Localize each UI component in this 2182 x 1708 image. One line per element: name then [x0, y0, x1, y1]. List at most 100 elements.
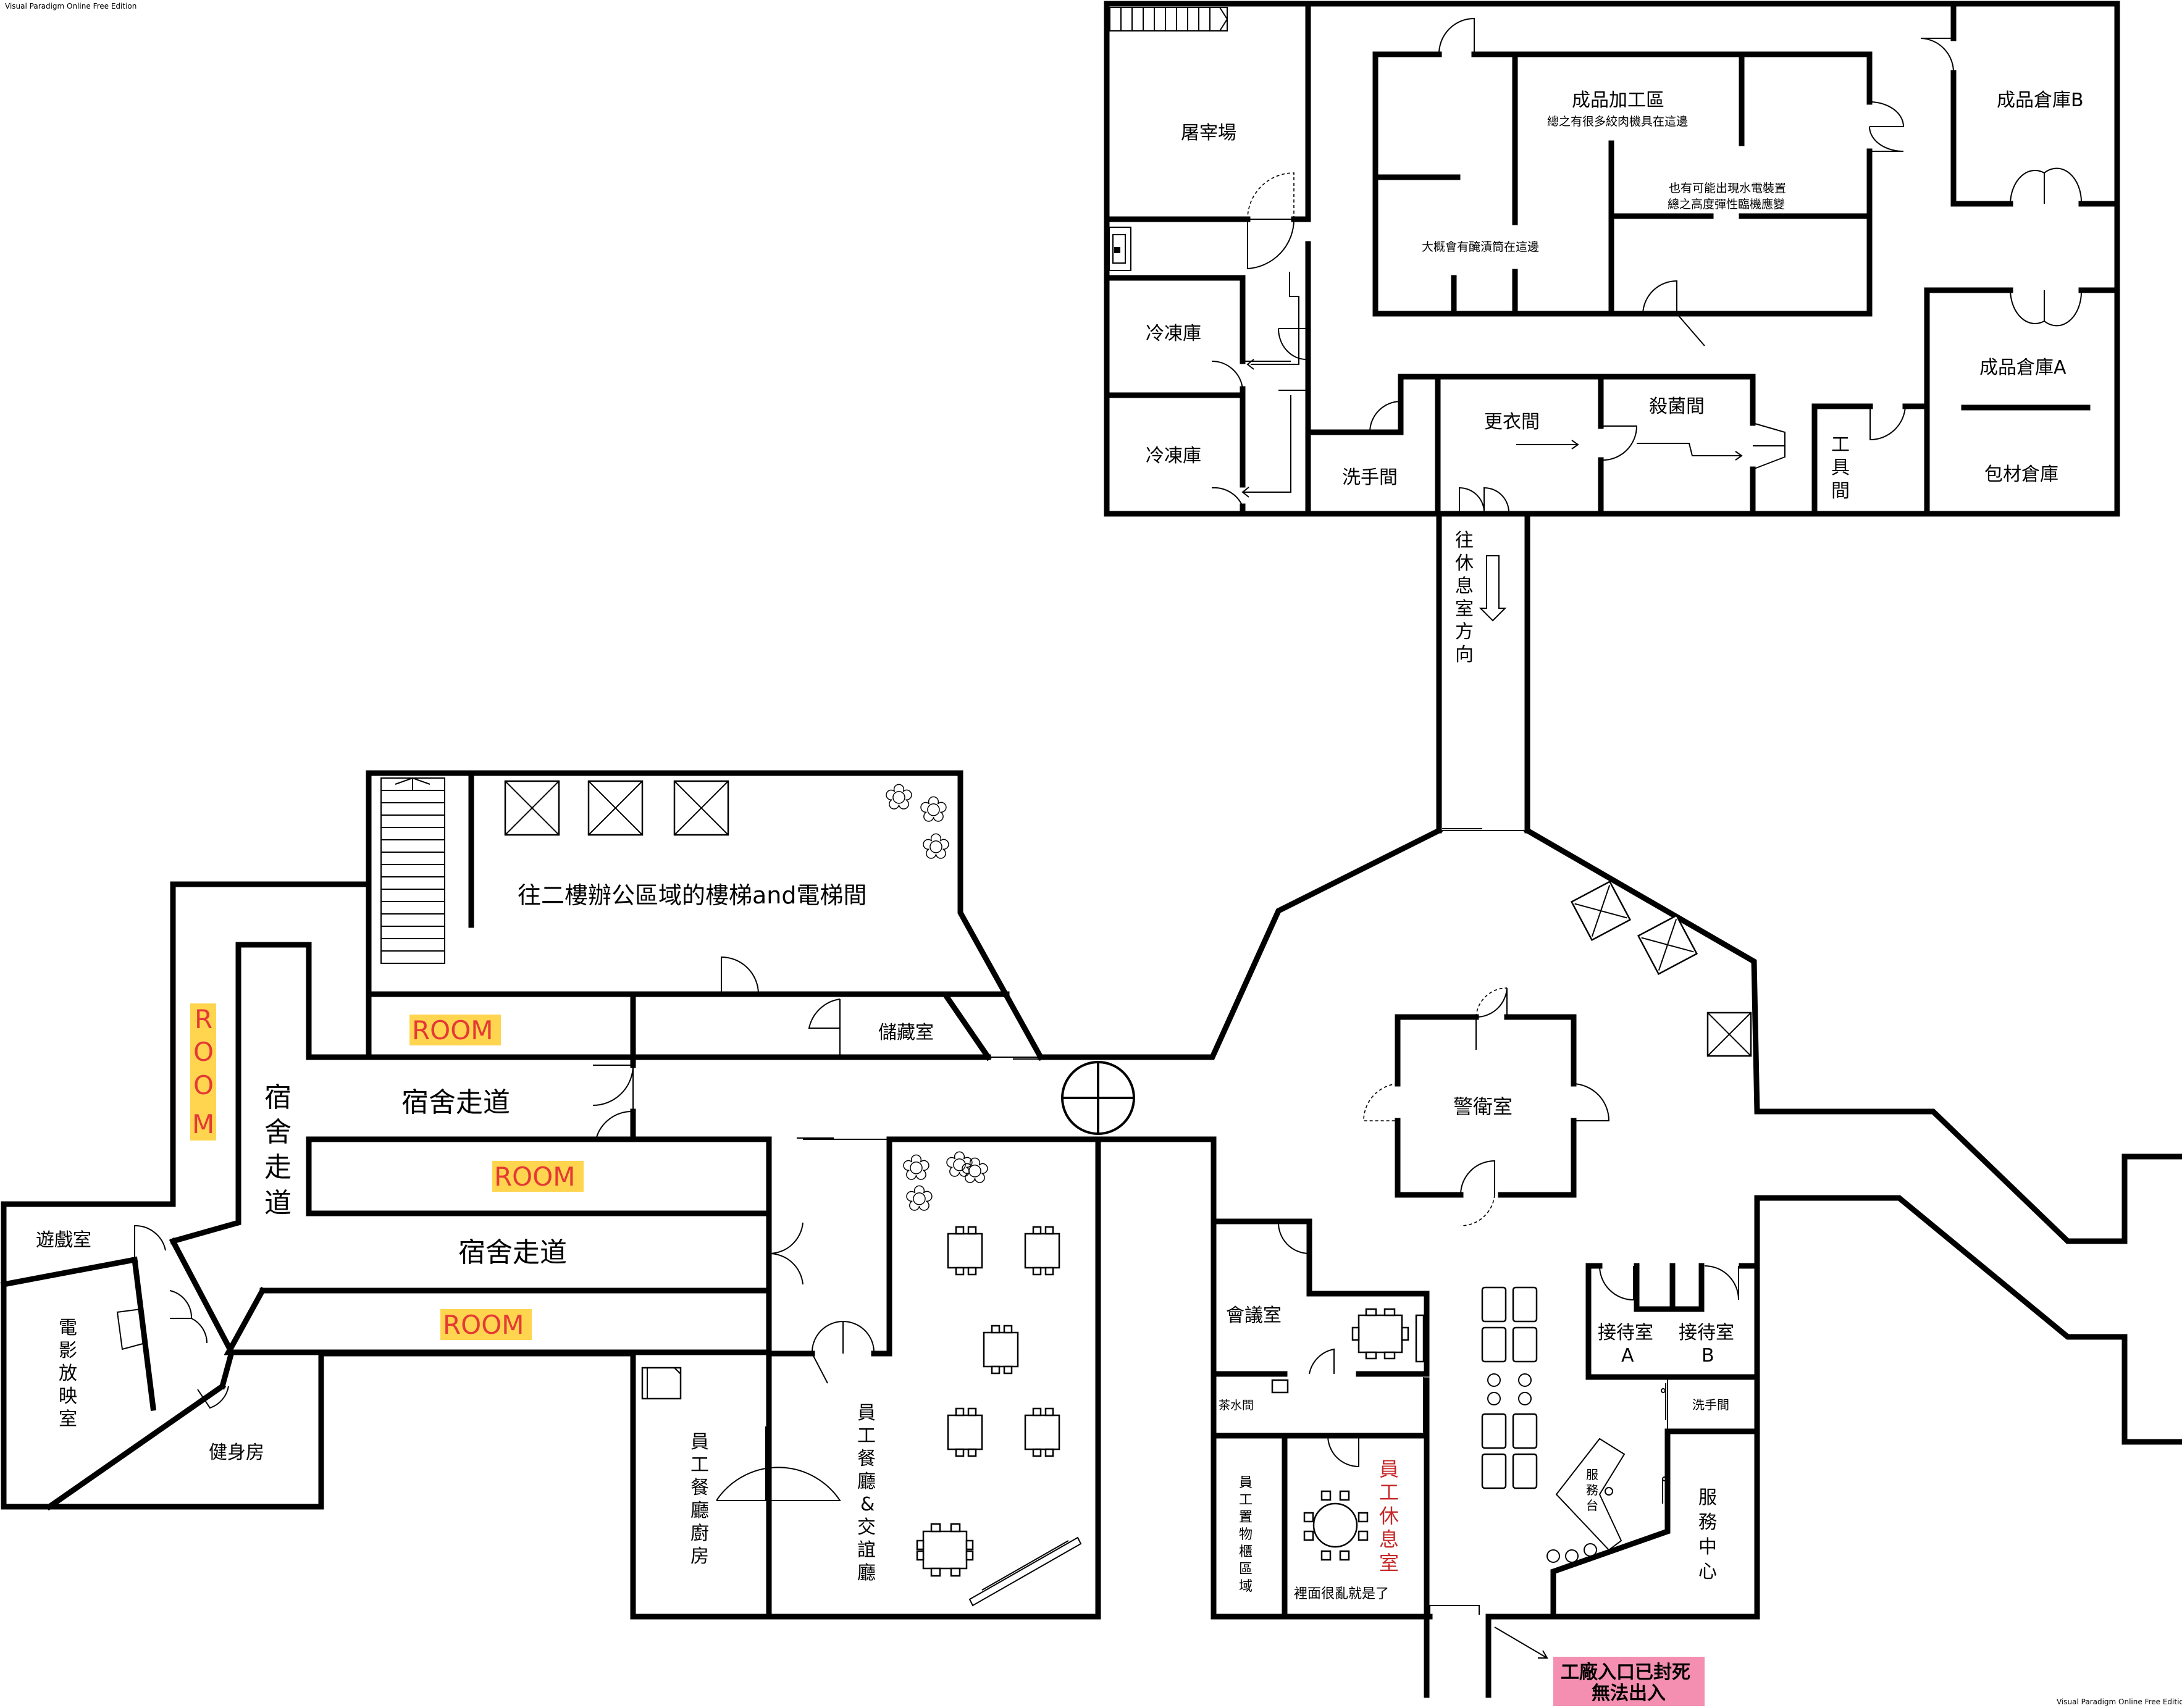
canteen-tables — [916, 1226, 1082, 1607]
flow-arrows — [1241, 272, 1743, 622]
label-warehouse-b: 成品倉庫B — [1997, 90, 2084, 111]
label-room-v-0: R — [195, 1004, 212, 1034]
label-entrance-1: 工廠入口已封死 — [1561, 1662, 1690, 1683]
label-freezer-1: 冷凍庫 — [1146, 323, 1201, 345]
central-crates — [1570, 880, 1752, 1057]
label-lounge-3: 息 — [1379, 1528, 1399, 1551]
label-lockers-5: 區 — [1239, 1562, 1253, 1577]
label-service-desk-0: 服 — [1586, 1467, 1598, 1482]
label-cinema-2: 放 — [59, 1363, 77, 1384]
label-service-center-2: 中 — [1698, 1536, 1717, 1558]
label-entrance-2: 無法出入 — [1592, 1683, 1666, 1704]
label-dorm-corridor-v-3: 道 — [264, 1187, 292, 1219]
label-canteen-1: 工 — [857, 1425, 876, 1447]
stairs-icon — [380, 777, 445, 964]
label-sterilize: 殺菌間 — [1649, 396, 1705, 417]
label-reception-a-letter: A — [1621, 1345, 1634, 1367]
svg-text:✿: ✿ — [945, 1145, 974, 1185]
central-doors — [1277, 828, 1739, 1615]
label-dorm-corridor-1: 宿舍走道 — [401, 1087, 510, 1118]
label-reception-b: 接待室 — [1679, 1322, 1734, 1344]
label-washroom: 洗手間 — [1342, 467, 1398, 488]
label-slaughter: 屠宰場 — [1181, 122, 1236, 144]
label-guard: 警衛室 — [1453, 1095, 1513, 1118]
label-kitchen-0: 員 — [690, 1431, 709, 1453]
label-lounge-0: 員 — [1379, 1457, 1399, 1481]
west-doors — [116, 956, 1041, 1501]
svg-text:✿: ✿ — [919, 790, 948, 830]
label-canteen-4: & — [860, 1494, 875, 1515]
label-service-center-1: 務 — [1698, 1512, 1717, 1533]
junction-circle — [1061, 1061, 1135, 1135]
watermark-top: Visual Paradigm Online Free Edition — [5, 2, 136, 10]
label-to-lounge-5: 向 — [1455, 644, 1474, 666]
label-packaging: 包材倉庫 — [1984, 464, 2058, 485]
svg-text:✿: ✿ — [960, 1151, 989, 1191]
label-kitchen-2: 餐 — [690, 1477, 709, 1499]
entrance-note-box — [1553, 1657, 1705, 1706]
label-cinema-0: 電 — [59, 1317, 77, 1339]
factory-doors — [1211, 17, 2083, 514]
label-lounge-note: 裡面很亂就是了 — [1294, 1586, 1389, 1602]
label-to-lounge-4: 方 — [1455, 621, 1474, 643]
service-desk-icon — [1546, 1438, 1626, 1563]
label-freezer-2: 冷凍庫 — [1146, 445, 1201, 467]
label-lockers-0: 員 — [1239, 1475, 1253, 1491]
label-service-center-3: 心 — [1698, 1561, 1717, 1583]
label-to-lounge-0: 往 — [1455, 530, 1474, 551]
label-service-desk-1: 務 — [1586, 1483, 1598, 1497]
label-reception-a: 接待室 — [1598, 1322, 1653, 1344]
label-warehouse-a: 成品倉庫A — [1979, 357, 2067, 379]
label-room-3: ROOM — [443, 1310, 524, 1340]
label-processing-note1: 總之有很多絞肉機具在這邊 — [1547, 115, 1688, 128]
label-canteen-2: 餐 — [857, 1448, 876, 1470]
label-cinema-4: 室 — [59, 1409, 77, 1430]
label-lockers-4: 櫃 — [1239, 1544, 1253, 1560]
label-kitchen-4: 廚 — [690, 1523, 709, 1544]
watermark-bottom: Visual Paradigm Online Free Edition — [2057, 1698, 2182, 1706]
label-lockers-2: 置 — [1239, 1510, 1253, 1525]
label-room-1: ROOM — [412, 1015, 493, 1045]
label-lounge-1: 工 — [1379, 1481, 1399, 1504]
label-dorm-corridor-v-1: 舍 — [264, 1116, 292, 1148]
label-kitchen-3: 廳 — [690, 1500, 709, 1522]
label-storage: 儲藏室 — [878, 1022, 934, 1044]
label-to-lounge-2: 息 — [1455, 576, 1474, 597]
label-to-lounge-3: 室 — [1455, 598, 1474, 620]
label-processing-note2: 也有可能出現水電裝置 — [1669, 182, 1786, 195]
label-stairs: 往二樓辦公區域的樓梯and電梯間 — [518, 882, 867, 909]
west-wing-walls — [0, 770, 1101, 1620]
label-dorm-corridor-v-2: 走 — [264, 1152, 292, 1183]
label-canteen-0: 員 — [857, 1402, 876, 1424]
label-canteen-7: 廳 — [857, 1562, 876, 1584]
label-meeting: 會議室 — [1226, 1305, 1282, 1326]
label-tool-2: 具 — [1831, 457, 1850, 479]
tea-counter-icon — [1271, 1379, 1289, 1394]
fridge-icon — [641, 1367, 682, 1400]
svg-text:✿: ✿ — [921, 827, 950, 867]
meeting-table-icon — [1351, 1308, 1425, 1363]
label-tea: 茶水間 — [1219, 1399, 1254, 1412]
plant-icon: ✿ ✿ ✿ ✿ ✿ ✿ ✿ — [884, 777, 989, 1220]
label-canteen-6: 誼 — [857, 1539, 876, 1561]
labels: Visual Paradigm Online Free Edition Visu… — [5, 2, 2182, 1706]
label-service-desk-2: 台 — [1586, 1498, 1598, 1513]
label-lounge-2: 休 — [1379, 1504, 1399, 1528]
label-lockers-6: 域 — [1239, 1579, 1253, 1594]
elevator-icon — [504, 780, 729, 836]
label-game-room: 遊戲室 — [36, 1229, 91, 1251]
label-room-2: ROOM — [494, 1162, 576, 1192]
label-kitchen-1: 工 — [690, 1454, 709, 1476]
label-gym: 健身房 — [209, 1442, 264, 1463]
label-processing-title: 成品加工區 — [1572, 90, 1664, 111]
label-dorm-corridor-2: 宿舍走道 — [458, 1237, 567, 1268]
label-locker: 更衣間 — [1484, 411, 1540, 433]
label-room-v-3: M — [192, 1109, 214, 1139]
hall-seating — [1481, 1286, 1538, 1489]
label-dorm-corridor-v-0: 宿 — [264, 1082, 292, 1113]
label-tool-3: 間 — [1831, 480, 1850, 502]
label-lockers-3: 物 — [1239, 1527, 1253, 1543]
svg-text:✿: ✿ — [884, 777, 913, 818]
central-hall-walls — [886, 826, 2182, 1698]
